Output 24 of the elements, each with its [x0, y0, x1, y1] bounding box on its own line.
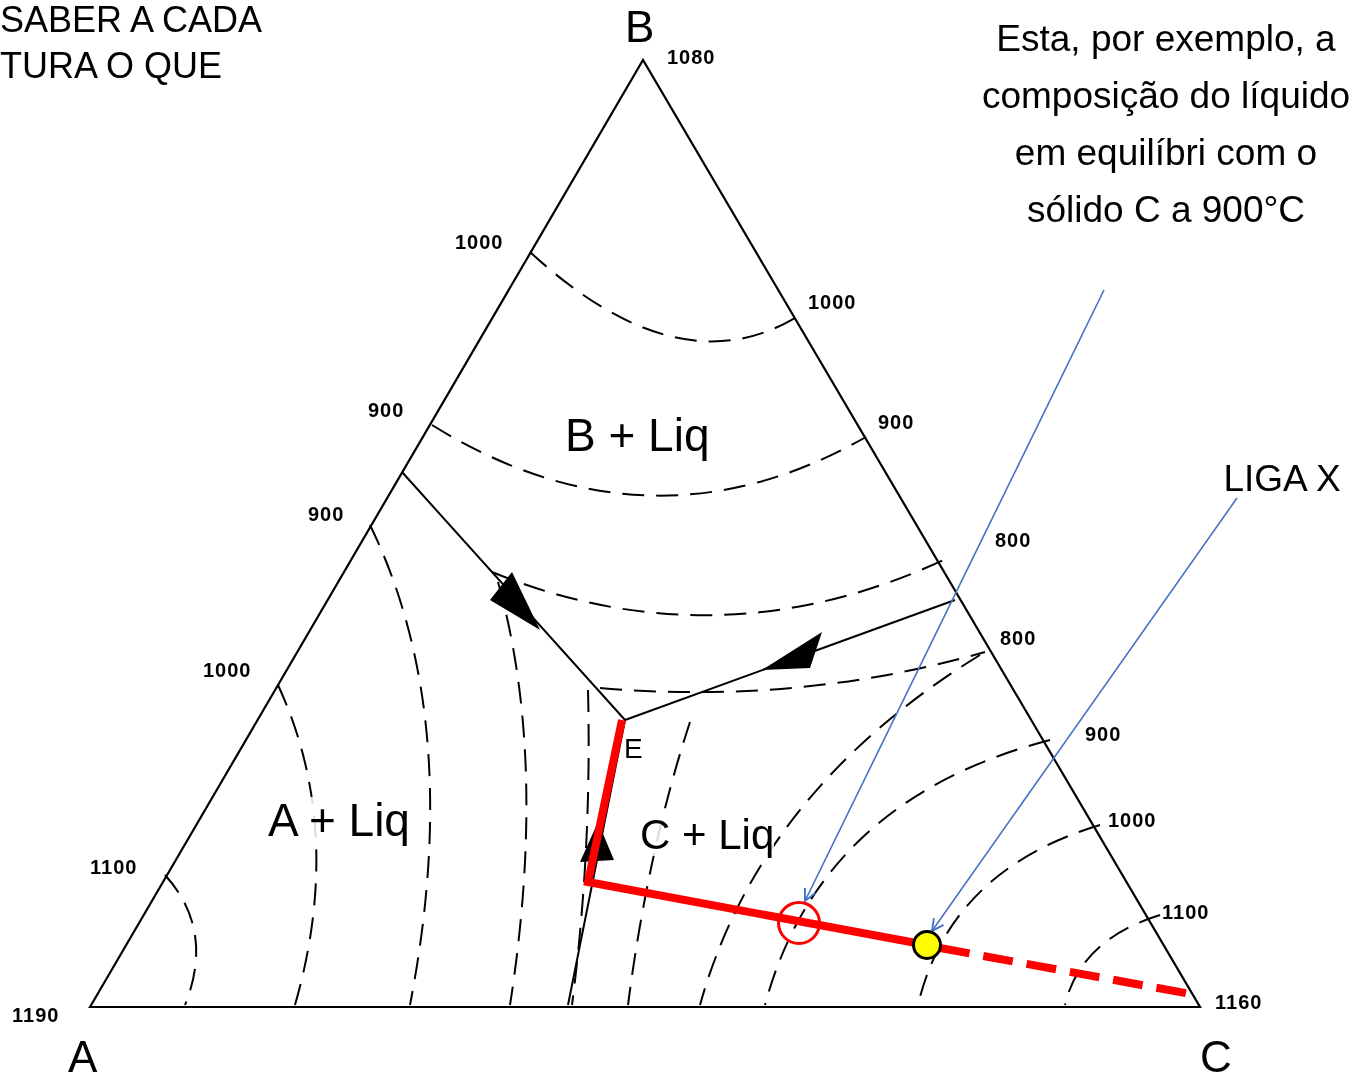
temperature-label: 1100: [90, 857, 138, 877]
temperature-label: 1100: [1162, 902, 1210, 922]
temperature-label: 900: [368, 400, 405, 420]
annotation-text: TURA O QUE: [0, 48, 223, 84]
annotation-text: SABER A CADA: [0, 2, 263, 38]
temperature-label: 900: [1085, 724, 1122, 744]
leader-arrow: [931, 497, 1238, 932]
annotation-text: Esta, por exemplo, a composição do líquido em equilíbri com o sólido C a 900°C: [975, 10, 1357, 290]
open-circle-marker: [777, 901, 821, 945]
temperature-label: 800: [995, 530, 1032, 550]
temperature-label: 1190: [12, 1005, 60, 1025]
temperature-label: 900: [308, 504, 345, 524]
alloy-point-marker: [912, 930, 942, 960]
temperature-label: 1000: [1108, 810, 1157, 830]
temperature-label: 1080: [667, 47, 716, 67]
temperature-label: 1000: [203, 660, 252, 680]
temperature-label: 1160: [1215, 992, 1263, 1012]
temperature-label: 1000: [455, 232, 504, 252]
temperature-label: 1000: [808, 292, 857, 312]
temperature-label: 800: [1000, 628, 1037, 648]
annotation-text: LIGA X: [1212, 450, 1352, 498]
temperature-label: 900: [878, 412, 915, 432]
leader-arrow: [803, 289, 1105, 902]
eutectic-point-label: E: [624, 735, 643, 763]
